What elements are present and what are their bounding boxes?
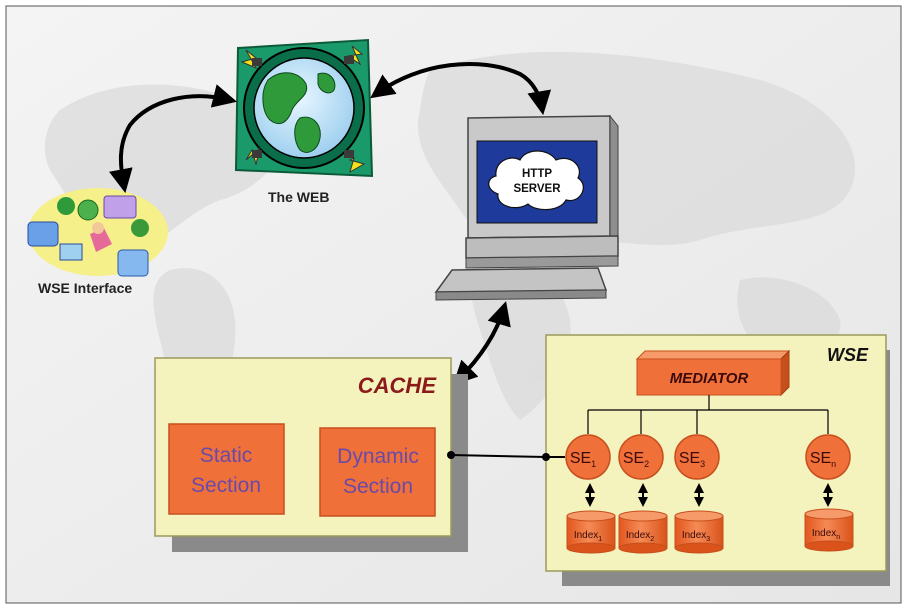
- http-server-computer-icon: [434, 114, 619, 301]
- svg-text:Index3: Index3: [682, 530, 710, 543]
- svg-text:SE1: SE1: [570, 450, 596, 469]
- svg-text:Indexn: Indexn: [812, 528, 840, 541]
- wse-interface-icon: [27, 188, 168, 277]
- static-section-label-2: Section: [191, 474, 261, 497]
- search-engine-node: SE3: [674, 434, 720, 480]
- web-server-arrow: [370, 61, 552, 116]
- interface-web-arrow: [109, 84, 237, 194]
- wse-interface-label: WSE Interface: [38, 280, 132, 296]
- index-database-icon: Index3: [674, 510, 724, 554]
- se-index-arrows: [585, 483, 833, 507]
- cache-wse-link: [450, 454, 547, 458]
- search-engine-node: SE2: [618, 434, 664, 480]
- svg-text:Index2: Index2: [626, 530, 654, 543]
- svg-text:SE2: SE2: [623, 450, 649, 469]
- dynamic-section-label-2: Section: [343, 475, 413, 498]
- search-engine-node: SE1: [565, 434, 611, 480]
- cache-link-dot: [447, 451, 455, 459]
- wse-title: WSE: [827, 345, 869, 365]
- web-globe-icon: [234, 38, 374, 178]
- search-engine-node: SEn: [805, 434, 851, 480]
- static-section-label-1: Static: [200, 444, 253, 467]
- server-label: SERVER: [513, 183, 561, 195]
- web-label: The WEB: [268, 189, 329, 205]
- index-database-icon: Index2: [618, 510, 668, 554]
- static-section-box: [168, 423, 285, 515]
- dynamic-section-label-1: Dynamic: [337, 445, 419, 468]
- dynamic-section-box: [319, 427, 436, 517]
- mediator-box: [635, 349, 791, 397]
- server-cache-arrow: [452, 301, 511, 386]
- mediator-tree-lines: [587, 395, 829, 434]
- index-database-icon: Indexn: [804, 508, 854, 552]
- svg-text:SEn: SEn: [810, 450, 836, 469]
- svg-text:SE3: SE3: [679, 450, 705, 469]
- svg-text:Index1: Index1: [574, 530, 602, 543]
- cache-title: CACHE: [358, 373, 438, 398]
- mediator-label: MEDIATOR: [670, 370, 749, 387]
- index-database-icon: Index1: [566, 510, 616, 554]
- http-label: HTTP: [522, 168, 552, 180]
